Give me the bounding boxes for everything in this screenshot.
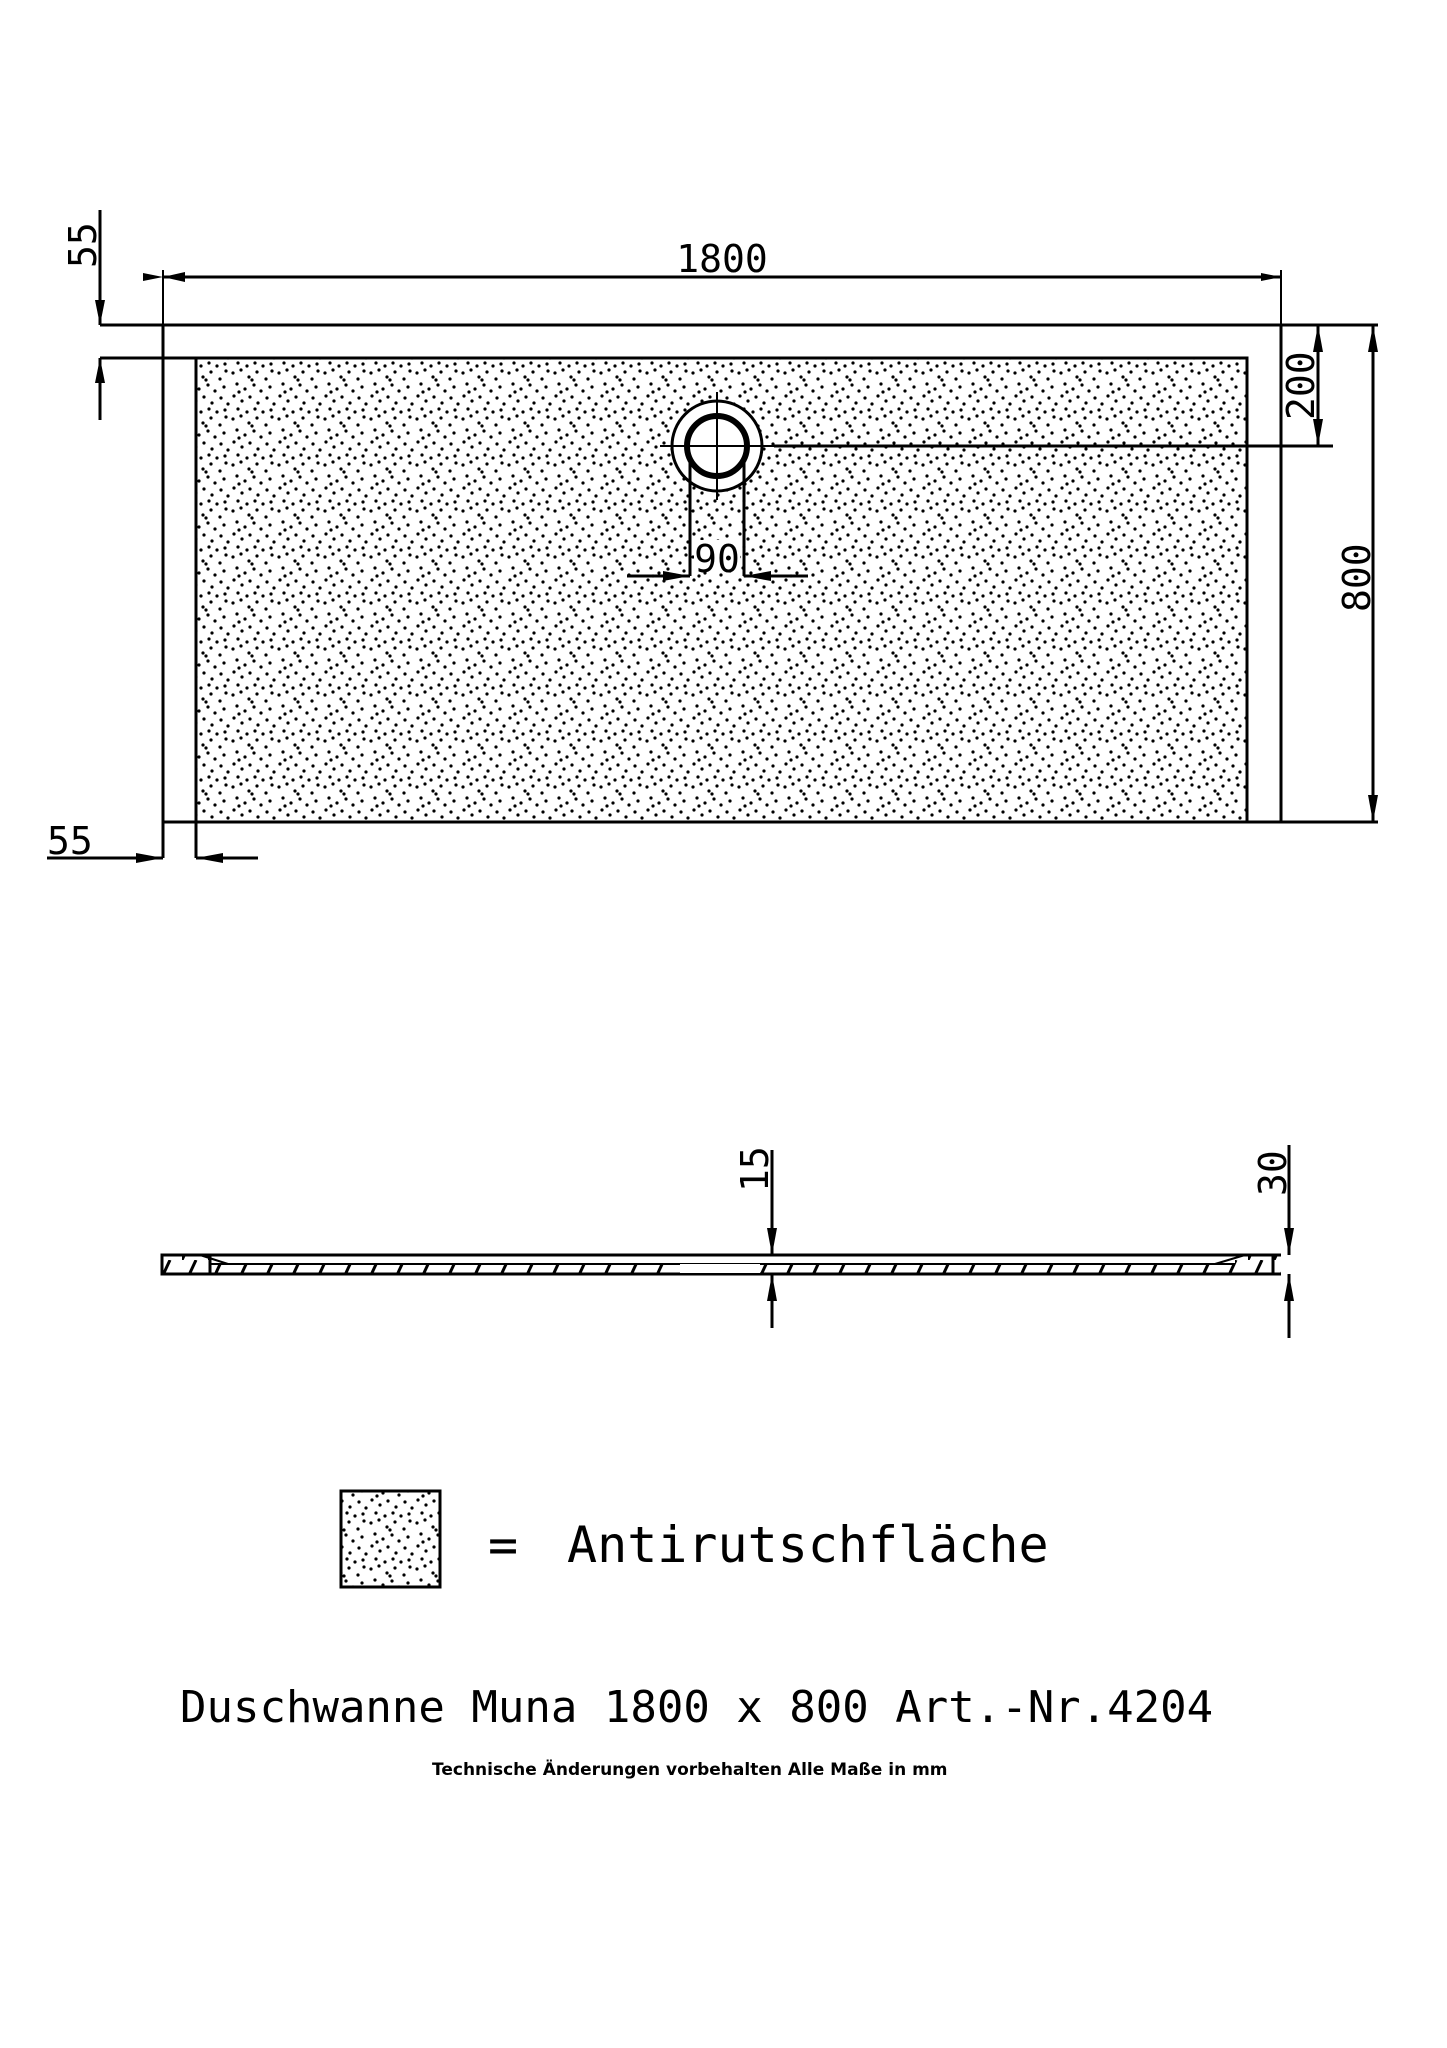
legend: = Antirutschfläche xyxy=(339,1489,1049,1589)
drawing-note: Technische Änderungen vorbehalten Alle M… xyxy=(432,1758,948,1780)
legend-label: Antirutschfläche xyxy=(567,1516,1049,1574)
legend-equals: = xyxy=(488,1516,518,1574)
title-block: Duschwanne Muna 1800 x 800 Art.-Nr.4204 … xyxy=(180,1682,1213,1780)
top-view: 1800 55 55 200 800 xyxy=(47,210,1379,863)
dim-depth: 800 xyxy=(1335,543,1379,612)
dim-center-thickness: 15 xyxy=(733,1146,777,1192)
drain-icon xyxy=(660,392,774,500)
dim-drain-diameter: 90 xyxy=(694,537,740,581)
dim-edge-height: 30 xyxy=(1251,1150,1295,1196)
drawing-title: Duschwanne Muna 1800 x 800 Art.-Nr.4204 xyxy=(180,1682,1213,1733)
dim-rim-top: 55 xyxy=(61,222,105,268)
legend-symbol-swatch xyxy=(339,1489,442,1589)
dim-rim-left: 55 xyxy=(47,819,93,863)
section-view: 15 30 xyxy=(160,1145,1295,1338)
dim-width: 1800 xyxy=(676,237,768,281)
dim-drain-offset: 200 xyxy=(1279,351,1323,420)
